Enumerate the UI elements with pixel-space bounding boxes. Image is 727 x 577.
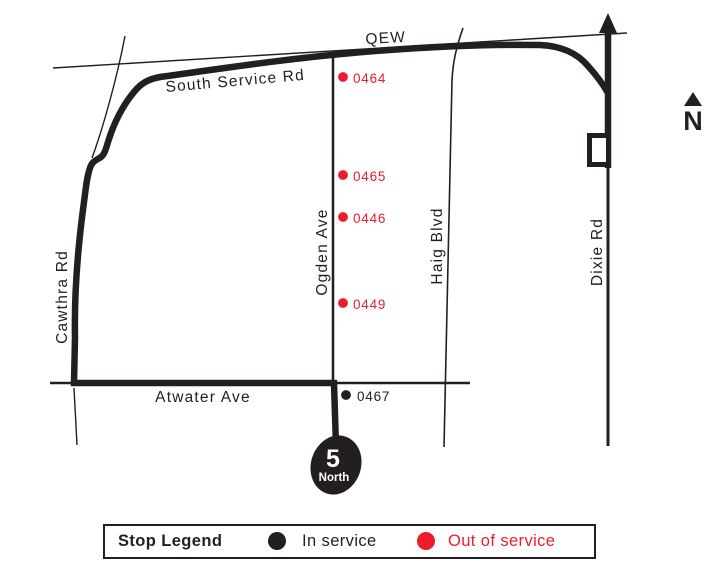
out-of-service-dot-icon bbox=[417, 532, 435, 550]
terminal-loop-icon bbox=[587, 133, 611, 167]
road-label-ogden-ave: Ogden Ave bbox=[314, 208, 331, 295]
stop-dot-out-of-service-icon bbox=[338, 72, 348, 82]
stop-id-label: 0467 bbox=[357, 389, 390, 404]
stop-id-label: 0446 bbox=[353, 211, 386, 226]
road-label-dixie-rd: Dixie Rd bbox=[589, 218, 606, 286]
route-line bbox=[70, 41, 611, 447]
legend-title: Stop Legend bbox=[118, 532, 223, 550]
stop-id-label: 0464 bbox=[353, 71, 386, 86]
road-label-qew: QEW bbox=[365, 29, 407, 48]
stop-0446: 0446 bbox=[338, 211, 386, 226]
road-label-haig-blvd: Haig Blvd bbox=[429, 207, 446, 284]
road-cawthra-line-north bbox=[91, 35, 126, 159]
road-label-cawthra-rd: Cawthra Rd bbox=[54, 250, 71, 344]
stop-dot-out-of-service-icon bbox=[338, 298, 348, 308]
route-direction: North bbox=[319, 472, 350, 484]
stop-legend: Stop Legend In service Out of service bbox=[103, 524, 596, 559]
legend-item-in-service: In service bbox=[302, 532, 377, 550]
stop-dot-out-of-service-icon bbox=[338, 212, 348, 222]
road-qew-line bbox=[52, 32, 628, 69]
road-haig-line bbox=[443, 27, 464, 448]
stop-dot-out-of-service-icon bbox=[338, 170, 348, 180]
compass-north: N bbox=[683, 92, 703, 136]
stop-id-label: 0465 bbox=[353, 169, 386, 184]
stop-dot-in-service-icon bbox=[341, 390, 351, 400]
compass-label: N bbox=[683, 106, 703, 136]
in-service-dot-icon bbox=[268, 532, 286, 550]
route-arrow-up-icon bbox=[599, 13, 617, 33]
route-number: 5 bbox=[326, 445, 340, 473]
stop-0464: 0464 bbox=[338, 71, 386, 86]
stop-0467: 0467 bbox=[341, 389, 390, 404]
stop-0449: 0449 bbox=[338, 297, 386, 312]
route-badge: 5 North bbox=[310, 435, 362, 495]
compass-north-arrow-icon bbox=[684, 92, 702, 106]
legend-item-out-of-service: Out of service bbox=[448, 532, 556, 550]
route-badge-oval-icon bbox=[310, 435, 362, 495]
road-label-atwater-ave: Atwater Ave bbox=[155, 389, 251, 406]
stop-id-label: 0449 bbox=[353, 297, 386, 312]
road-cawthra-line-south bbox=[73, 387, 78, 446]
stop-0465: 0465 bbox=[338, 169, 386, 184]
